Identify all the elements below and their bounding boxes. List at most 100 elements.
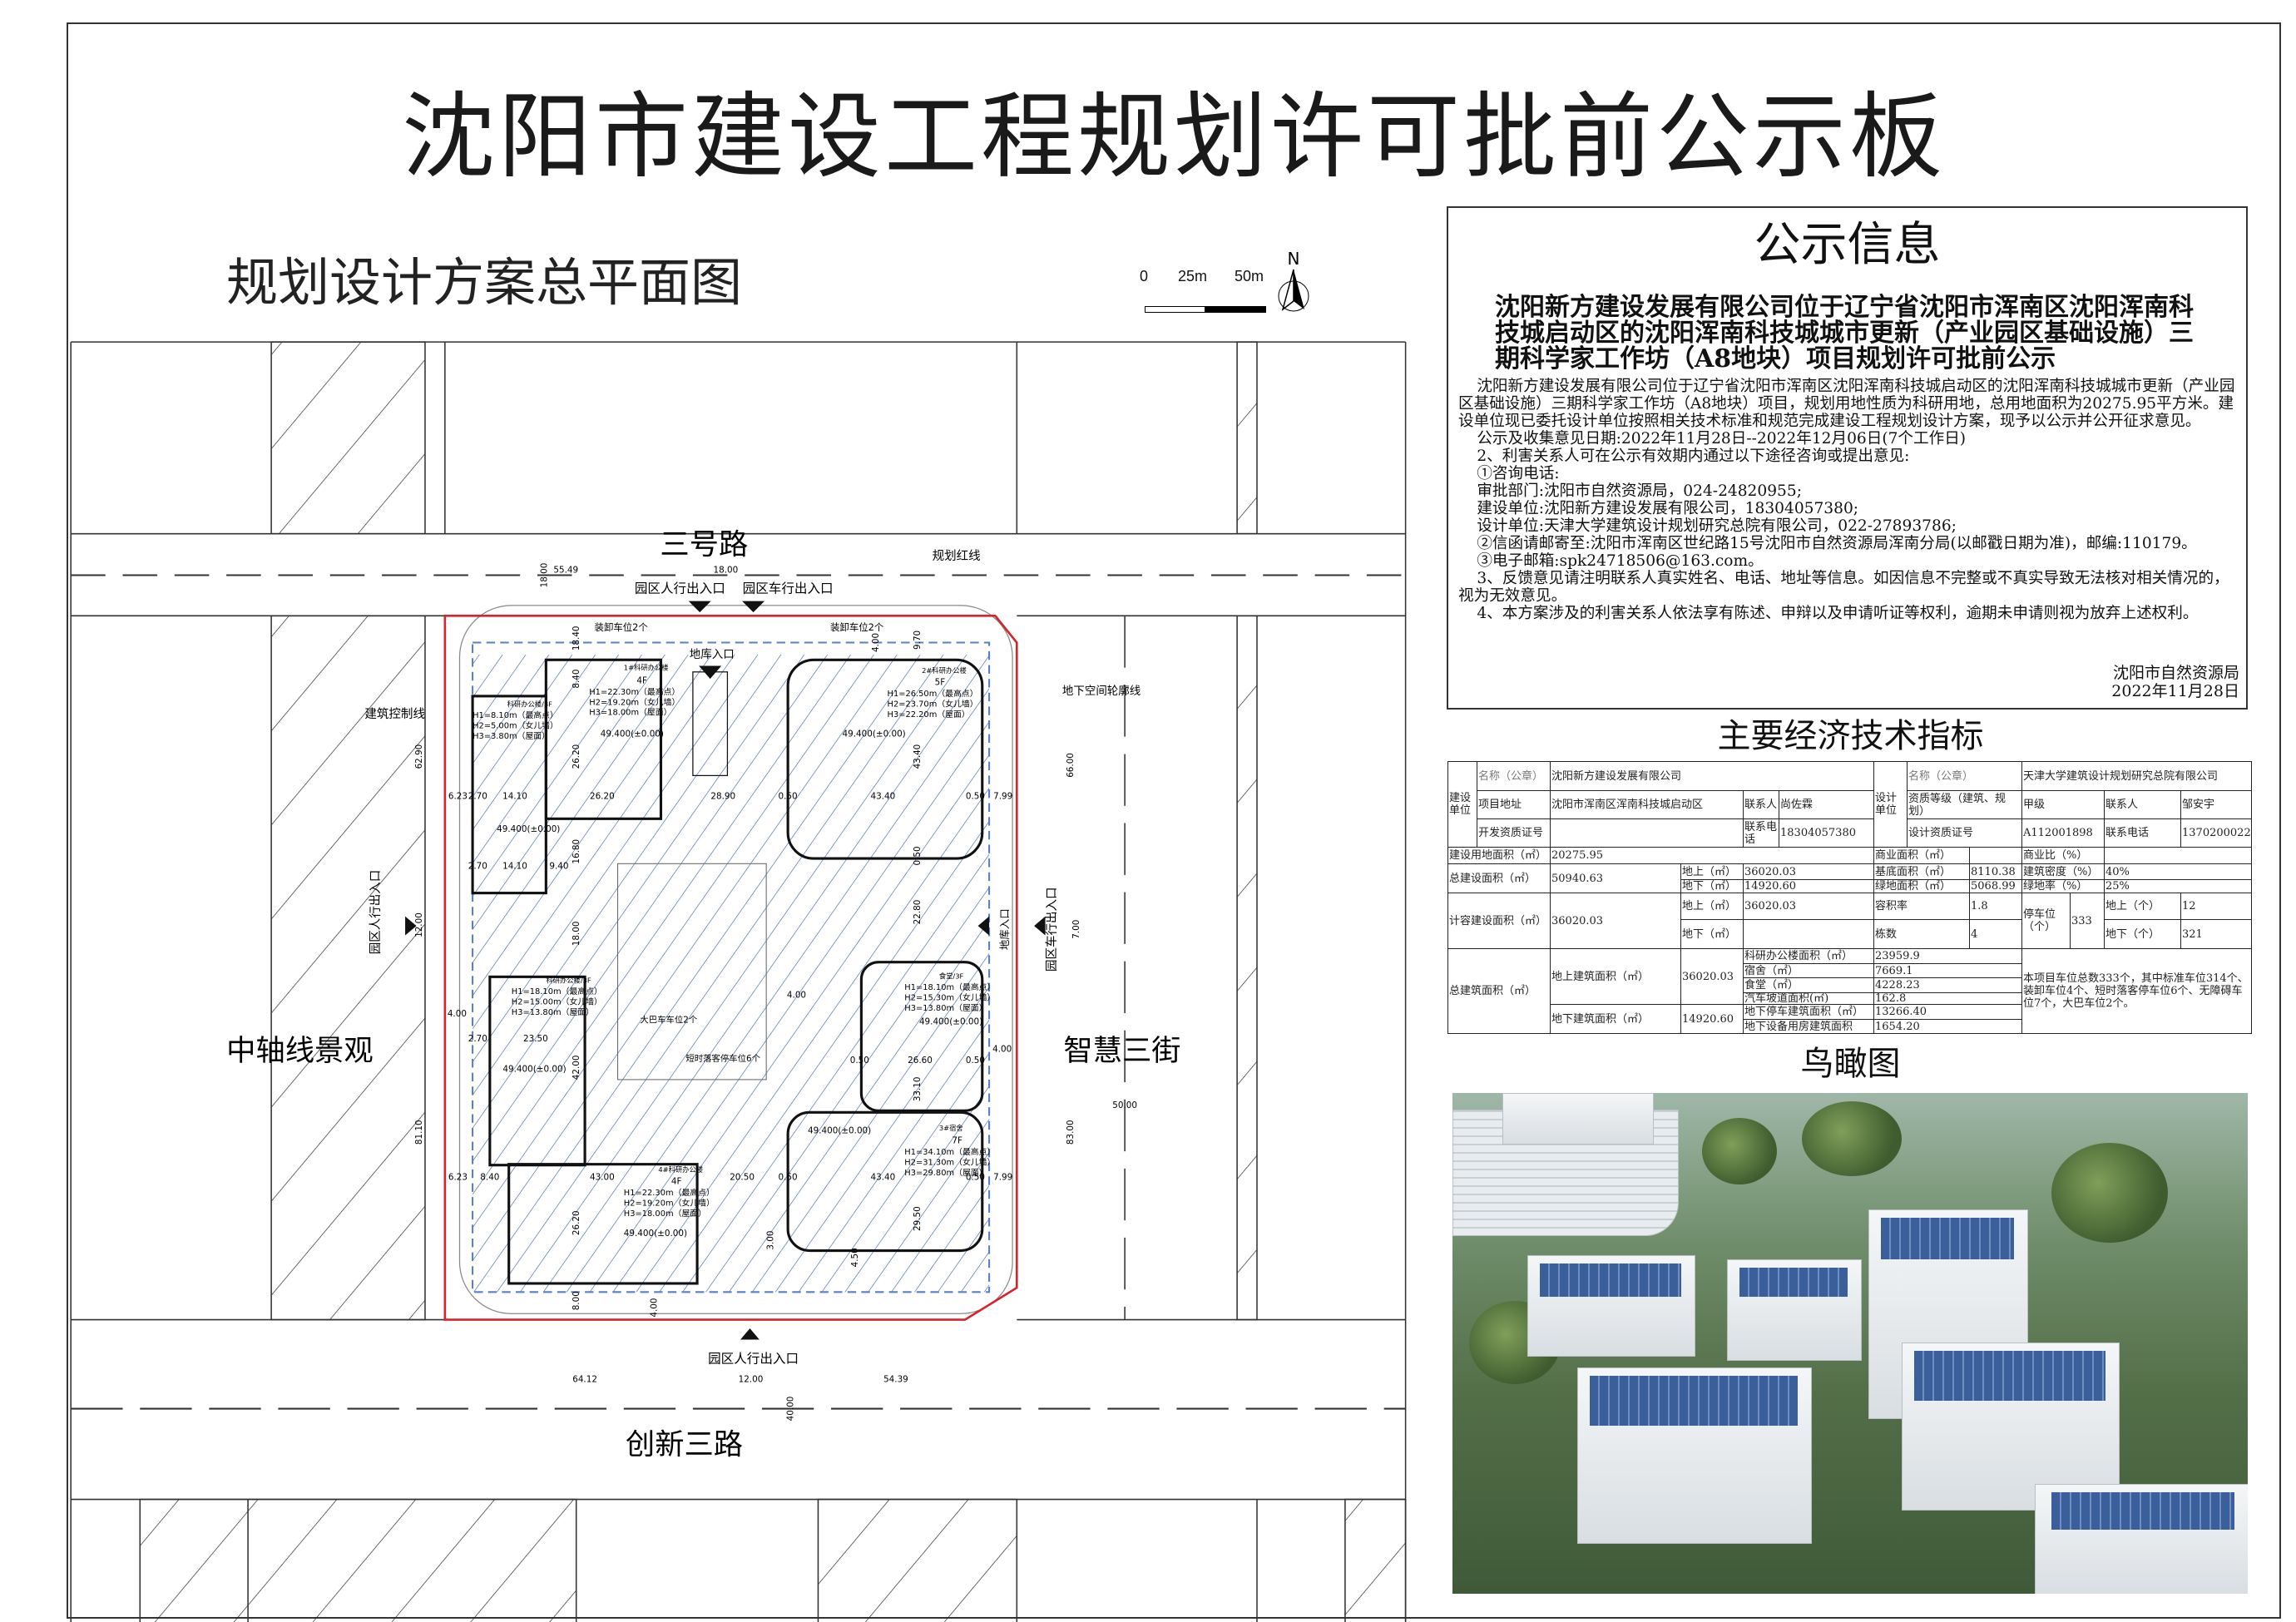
notice-paragraph: 2、利害关系人可在公示有效期内通过以下途径咨询或提出意见: [1477, 448, 1910, 465]
notice-paragraph: 沈阳新方建设发展有限公司位于辽宁省沈阳市浑南区沈阳浑南科技城启动区的沈阳浑南科技… [1458, 378, 2235, 430]
underground-outline [472, 641, 991, 1293]
plan-annotation: 大巴车车位2个 [640, 1014, 697, 1025]
dimension-label: 4.00 [871, 633, 881, 652]
site-hatch [473, 655, 990, 1293]
road-label-south: 创新三路 [626, 1428, 743, 1462]
scale-segment [1205, 306, 1266, 313]
dimension-label: 6.23 [448, 791, 468, 801]
dimension-label: 4.00 [448, 1009, 467, 1019]
building-floors: 4F [636, 675, 647, 685]
dimension-label: 33.10 [913, 1076, 923, 1101]
building-name: 食堂/3F [939, 972, 964, 980]
aerial-view-image [1452, 1093, 2248, 1594]
aerial-solar-roof [1540, 1263, 1681, 1297]
dimension-label: 26.20 [572, 744, 581, 769]
dimension-label: 0.50 [966, 1172, 985, 1182]
aerial-solar-roof [1914, 1351, 2105, 1401]
aerial-tree [1702, 1118, 1777, 1184]
entrance-triangle-icon [699, 665, 722, 680]
dimension-label: 8.00 [572, 1291, 581, 1310]
dimension-label: 81.10 [414, 1120, 424, 1145]
notice-date: 2022年11月28日 [2111, 682, 2239, 700]
notice-paragraph: 审批部门:沈阳市自然资源局，024-24820955; [1477, 482, 1802, 500]
dimension-label: 40.00 [785, 1397, 795, 1422]
notice-paragraph: 3、反馈意见请注明联系人真实姓名、电话、地址等信息。如因信息不完整或不真实导致无… [1458, 570, 2229, 605]
dimension-label: 29.50 [913, 1206, 923, 1231]
dimension-label: 0.50 [913, 846, 923, 865]
plan-annotation: 园区人行出入口 [635, 581, 725, 596]
building-floors: 4F [671, 1177, 682, 1187]
notice-email: ③电子邮箱:spk24718506@163.com。 [1477, 552, 1764, 570]
dimension-label: 4.00 [992, 1045, 1012, 1055]
dimension-label: 4.00 [787, 990, 806, 1000]
north-label: N [1288, 250, 1300, 269]
dimension-label: 7.99 [993, 1172, 1012, 1182]
dimension-label: 22.80 [913, 900, 923, 925]
dimension-label: 4.00 [649, 1298, 659, 1317]
building-floors: 5F [935, 677, 946, 687]
plan-annotation: 园区人行出入口 [708, 1351, 799, 1366]
building-height: H3=3.80m（屋面） [473, 731, 550, 741]
aerial-solar-roof [2051, 1492, 2234, 1530]
dimension-label: 26.60 [908, 1056, 933, 1066]
plan-annotation: 短时落客停车位6个 [685, 1053, 760, 1064]
dimension-label: 28.90 [710, 791, 735, 801]
dimension-label: 6.23 [448, 1172, 468, 1182]
plan-annotation: 装卸车位2个 [830, 621, 884, 633]
notice-paragraph: ①咨询电话: [1477, 465, 1560, 482]
building-height: H2=15.00m（女儿墙） [512, 996, 602, 1007]
building-height: H2=19.20m（女儿墙） [589, 696, 680, 707]
plan-annotation: 地库入口 [998, 908, 1011, 950]
building-height: H3=18.00m（屋面） [624, 1209, 706, 1219]
planning-red-line [443, 615, 1018, 1321]
dimension-label: 0.50 [966, 1056, 985, 1066]
road-label-east: 智慧三街 [1063, 1034, 1180, 1068]
north-arrow-icon: N [1278, 250, 1309, 312]
plan-annotation: 园区车行出入口 [743, 581, 834, 596]
dimension-label: 18.00 [572, 922, 581, 947]
building-elevation: 49.400(±0.00) [808, 1125, 871, 1135]
dimension-label: 12.00 [414, 912, 424, 937]
building-height: H3=22.20m（屋面） [888, 710, 970, 720]
surrounding-blocks [70, 341, 1407, 1622]
dimension-label: 14.10 [502, 862, 527, 872]
plan-annotation: 地下空间轮廓线 [1062, 684, 1141, 698]
building-name: 2#科研办公楼 [922, 666, 967, 675]
dimension-label: 14.10 [502, 791, 527, 801]
building-height: H1=22.30m（最高点） [589, 686, 680, 697]
dimension-label: 0.50 [850, 1056, 869, 1066]
notice-signature: 沈阳市自然资源局 2022年11月28日 [2111, 664, 2239, 700]
building-elevation: 49.400(±0.00) [502, 1065, 566, 1075]
dimension-label: 0.50 [779, 1172, 798, 1182]
plan-title: 规划设计方案总平面图 [226, 252, 743, 313]
plan-annotation: 规划红线 [933, 549, 981, 563]
notice-paragraph: 设计单位:天津大学建筑设计规划研究总院有限公司，022-27893786; [1477, 517, 1957, 535]
dimension-label: 20.50 [730, 1172, 755, 1182]
building-height: H1=8.10m（最高点） [473, 710, 558, 720]
notice-paragraph: 建设单位:沈阳新方建设发展有限公司，18304057380; [1477, 500, 1859, 517]
dimension-label: 43.40 [913, 744, 923, 769]
scale-end: 50m [1235, 268, 1264, 284]
entrance-triangle-icon [1034, 916, 1046, 936]
dimension-label: 4.50 [850, 1248, 860, 1267]
dimension-label: 2.70 [468, 862, 487, 872]
dimension-label: 23.50 [523, 1034, 548, 1044]
dimension-label: 12.00 [739, 1374, 764, 1384]
plan-annotation: 地库入口 [690, 648, 735, 661]
building-name: 科研办公楼/3F [546, 977, 591, 985]
kpi-title: 主要经济技术指标 [1717, 717, 1984, 755]
dimension-label: 55.49 [553, 565, 578, 575]
dimension-label: 0.50 [966, 791, 985, 801]
entrance-triangle-icon [405, 916, 417, 936]
board-frame [67, 22, 2281, 1619]
dimension-label: 42.00 [572, 1056, 581, 1081]
building-height: H1=18.10m（最高点） [512, 986, 602, 996]
aerial-solar-roof [1590, 1376, 1798, 1426]
axis-label-west: 中轴线景观 [226, 1034, 374, 1068]
building-name: 1#科研办公楼 [624, 664, 669, 672]
building-name: 科研办公楼/3F [507, 700, 553, 708]
building-floors: 7F [952, 1136, 962, 1146]
plan-annotation: 装卸车位2个 [595, 621, 649, 633]
dimension-label: 8.40 [572, 670, 581, 689]
entrance-triangle-icon [742, 601, 765, 613]
